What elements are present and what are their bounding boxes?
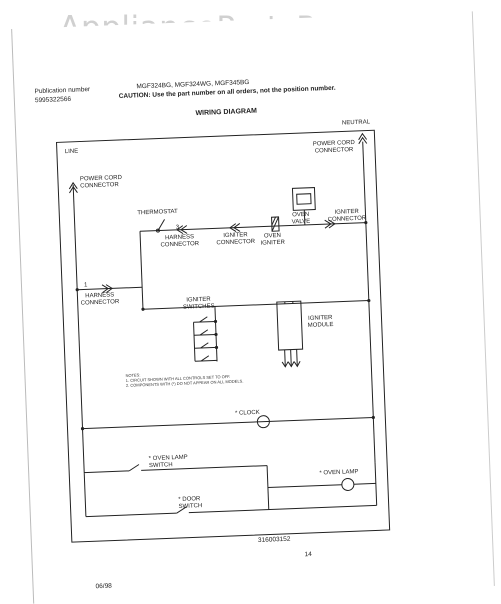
oven-valve-label: OVEN VALVE — [291, 212, 310, 226]
wiring-diagram — [12, 11, 494, 603]
igniter-connector-label: IGNITER CONNECTOR — [216, 232, 255, 247]
door-switch-label: * DOOR SWITCH — [178, 496, 202, 511]
oven-igniter-label: OVEN IGNITER — [260, 233, 285, 248]
power-cord-connector-right-label: POWER CORD CONNECTOR — [313, 140, 355, 155]
igniter-switches-label: IGNITER SWITCHES — [183, 296, 215, 311]
date: 06/98 — [95, 583, 112, 591]
oven-lamp-label: * OVEN LAMP — [319, 469, 358, 477]
power-cord-connector-left-label: POWER CORD CONNECTOR — [80, 175, 122, 190]
igniter-connector-right-label: IGNITER CONNECTOR — [327, 209, 366, 224]
pin-3-label: 3 — [176, 225, 180, 232]
clock-label: * CLOCK — [235, 410, 260, 418]
oven-valve-symbol — [292, 188, 315, 211]
publication-number: 5995322566 — [35, 96, 71, 105]
part-code: 316003152 — [258, 536, 291, 545]
harness-connector-top-label: HARNESS CONNECTOR — [160, 234, 199, 249]
page-number: 14 — [304, 551, 312, 558]
oven-lamp-symbol — [342, 478, 354, 490]
line-rail — [73, 185, 84, 474]
neutral-label: NEUTRAL — [342, 119, 370, 127]
wiring-diagram-sheet: Publication number 5995322566 MGF324BG, … — [11, 11, 495, 603]
line-label: LINE — [65, 149, 79, 156]
igniter-module-label: IGNITER MODULE — [307, 315, 333, 330]
igniter-module-symbol — [277, 301, 303, 350]
harness-connector-left-label: HARNESS CONNECTOR — [80, 292, 119, 307]
pin-1-label: 1 — [84, 282, 88, 289]
oven-lamp-switch-label: * OVEN LAMP SWITCH — [149, 455, 189, 470]
diagram-frame — [57, 130, 390, 542]
